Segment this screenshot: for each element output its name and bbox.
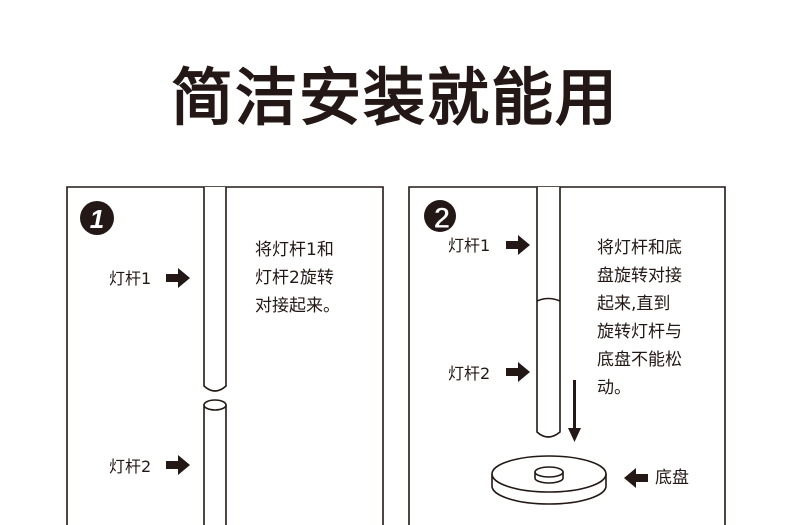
pole-2-top xyxy=(203,399,227,411)
arrow-right-icon xyxy=(506,362,530,382)
arrow-right-icon xyxy=(166,268,190,288)
step-1-number: 1 xyxy=(90,204,104,234)
step-2-panel xyxy=(408,186,726,525)
description-line: 起来,直到 xyxy=(597,294,671,314)
arrow-down-head xyxy=(568,428,581,442)
base-hub xyxy=(534,466,564,478)
step-2-number: 2 xyxy=(434,202,451,235)
step-1-pole-2-label: 灯杆2 xyxy=(109,457,152,476)
arrow-left-icon xyxy=(624,468,648,488)
step-1-pole-1-label: 灯杆1 xyxy=(109,269,152,288)
base-label: 底盘 xyxy=(655,468,689,488)
page-title: 简洁安装就能用 xyxy=(170,61,619,134)
description-line: 旋转灯杆与 xyxy=(597,322,682,342)
description-line: 将灯杆和底 xyxy=(597,238,682,258)
step-2-description: 将灯杆和底 盘旋转对接 起来,直到 旋转灯杆与 底盘不能松 动。 xyxy=(597,234,682,402)
description-line: 对接起来。 xyxy=(255,296,340,316)
description-line: 灯杆2旋转 xyxy=(255,268,334,288)
step-1-badge xyxy=(80,201,114,235)
arrow-right-icon xyxy=(166,455,190,475)
step-2-badge xyxy=(424,200,456,232)
description-line: 动。 xyxy=(597,378,631,398)
assembled-pole xyxy=(536,187,561,438)
description-line: 盘旋转对接 xyxy=(597,266,682,286)
arrow-right-icon xyxy=(506,235,530,255)
step-2-pole-1-label: 灯杆1 xyxy=(448,236,491,255)
arrow-down-icon xyxy=(573,380,576,430)
description-line: 将灯杆1和 xyxy=(255,240,334,260)
step-2-pole-2-label: 灯杆2 xyxy=(448,364,491,383)
pole-2 xyxy=(203,405,227,525)
pole-1 xyxy=(203,187,227,392)
step-1-description: 将灯杆1和 灯杆2旋转 对接起来。 xyxy=(255,236,340,320)
pole-joint xyxy=(536,297,561,302)
description-line: 底盘不能松 xyxy=(597,350,682,370)
